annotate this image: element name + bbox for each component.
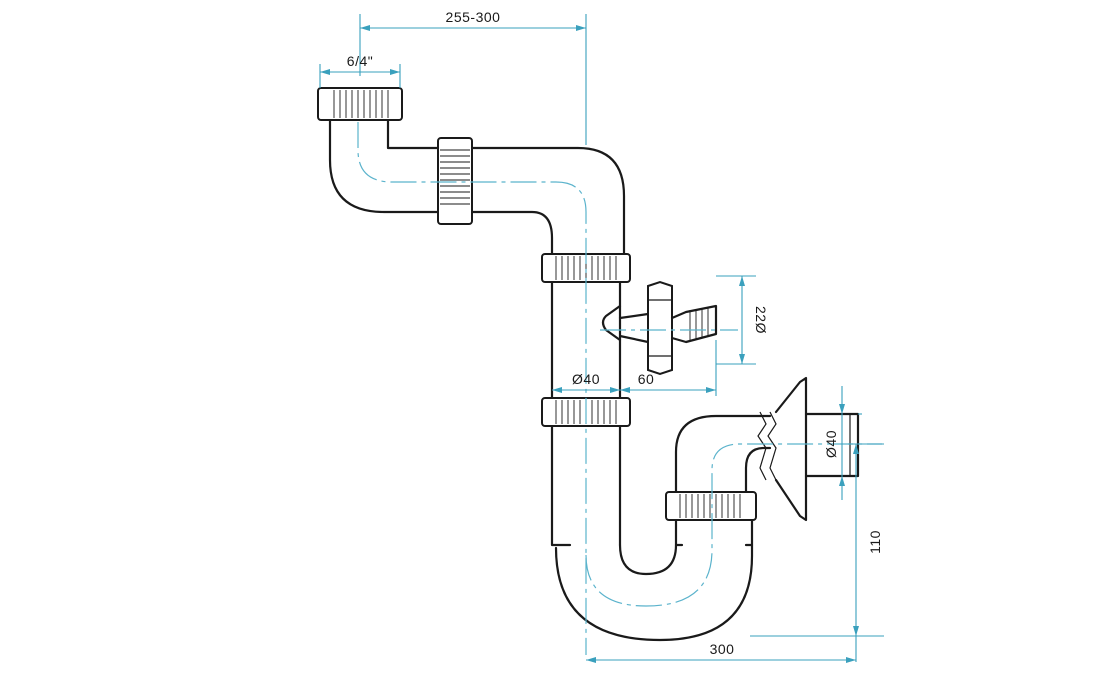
- dim-outlet-diameter: Ø40: [823, 430, 839, 458]
- dimension-lines: [319, 14, 884, 663]
- dim-bottom-span: 300: [710, 641, 735, 657]
- coupling-nuts: [317, 87, 757, 521]
- dimension-labels: 255-300 6/4" 22Ø Ø40 60 Ø40 110 300: [347, 9, 883, 657]
- dim-top-span: 255-300: [446, 9, 501, 25]
- dim-outlet-height: 110: [867, 530, 883, 554]
- dim-hose-diameter: 22Ø: [753, 306, 769, 334]
- pipe-outlines: [328, 118, 860, 642]
- dim-hose-offset: 60: [638, 371, 655, 387]
- dim-pipe-diameter: Ø40: [572, 371, 600, 387]
- dim-inlet-thread: 6/4": [347, 53, 373, 69]
- centerlines: [357, 122, 882, 655]
